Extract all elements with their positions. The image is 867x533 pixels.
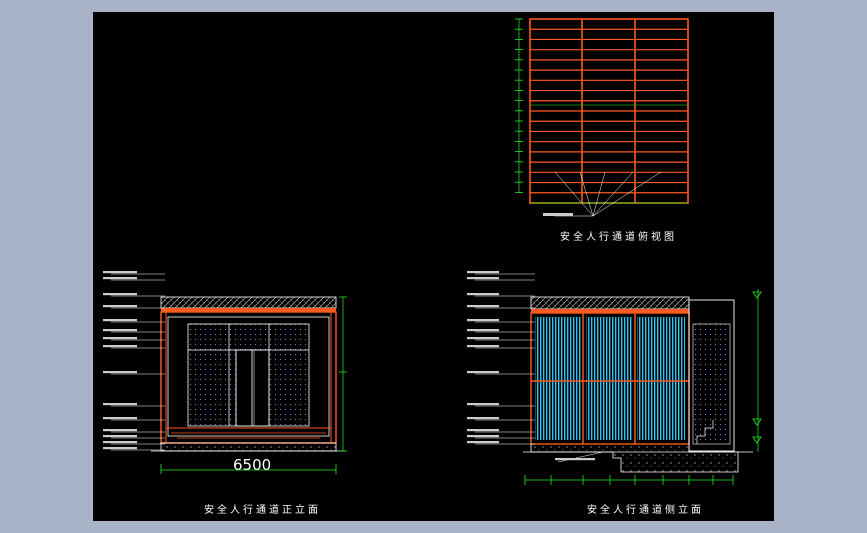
side-callout [467, 429, 499, 432]
front-column-right [330, 311, 337, 444]
front-door [235, 349, 270, 427]
side-leader [557, 451, 604, 463]
plan-view-title: 安全人行通道俯视图 [560, 232, 677, 243]
side-callout [467, 441, 499, 444]
side-callout [467, 329, 499, 332]
side-callout [467, 417, 499, 420]
front-dimension-marks [160, 296, 347, 474]
side-callout [467, 319, 499, 322]
side-callout [467, 271, 499, 274]
side-callout [467, 305, 499, 308]
side-callout [467, 337, 499, 340]
side-glass-panel-3 [637, 317, 685, 440]
side-callout [467, 403, 499, 406]
front-callout [103, 403, 137, 406]
side-callout [467, 293, 499, 296]
front-callout [103, 441, 137, 444]
side-adjacent-building [688, 299, 735, 452]
drawing-svg [103, 18, 762, 485]
front-ground-slab [160, 442, 337, 452]
front-roof-beam [161, 308, 336, 312]
plan-leader-lines [554, 171, 662, 217]
side-roof-beam [531, 309, 689, 313]
front-callout [103, 435, 137, 438]
front-callout [103, 417, 137, 420]
plan-callout-text [543, 213, 573, 216]
front-callout [103, 429, 137, 432]
side-elevation [467, 271, 762, 485]
front-callout [103, 447, 137, 450]
side-leader-lines [467, 271, 604, 463]
front-elevation-title: 安全人行通道正立面 [204, 505, 321, 516]
side-callout [467, 277, 499, 280]
front-leader-lines [103, 271, 165, 451]
front-callout [103, 371, 137, 374]
cad-drawing-canvas[interactable]: 安全人行通道俯视图 安全人行通道正立面 安全人行通道侧立面 6500 [93, 12, 774, 521]
side-glass-panel-1 [535, 317, 582, 440]
side-elevation-title: 安全人行通道侧立面 [587, 505, 704, 516]
side-columns [531, 313, 689, 444]
front-callout [103, 329, 137, 332]
side-callout [467, 345, 499, 348]
front-roof-hatch [160, 296, 337, 309]
side-callout [467, 371, 499, 374]
side-dimension-ticks [524, 475, 734, 485]
side-callout [555, 458, 595, 461]
front-steps [165, 427, 332, 444]
front-callout [103, 277, 137, 280]
front-column-left [160, 311, 167, 444]
side-building-stair [696, 420, 714, 444]
side-level-marks [752, 291, 762, 444]
front-callout [103, 345, 137, 348]
side-roof-hatch [530, 296, 690, 310]
side-callout [467, 435, 499, 438]
plan-view [515, 18, 689, 217]
front-callout [103, 271, 137, 274]
front-elevation [103, 271, 347, 474]
front-width-dimension: 6500 [233, 456, 272, 474]
side-building-wall [692, 323, 731, 445]
front-callout [103, 305, 137, 308]
plan-roof-beams [530, 28, 688, 194]
front-callout [103, 319, 137, 322]
plan-dimension-ticks [515, 18, 523, 193]
side-glass-panel-2 [586, 317, 633, 440]
front-inner-frame [167, 316, 330, 437]
front-callout [103, 293, 137, 296]
front-callout [103, 337, 137, 340]
